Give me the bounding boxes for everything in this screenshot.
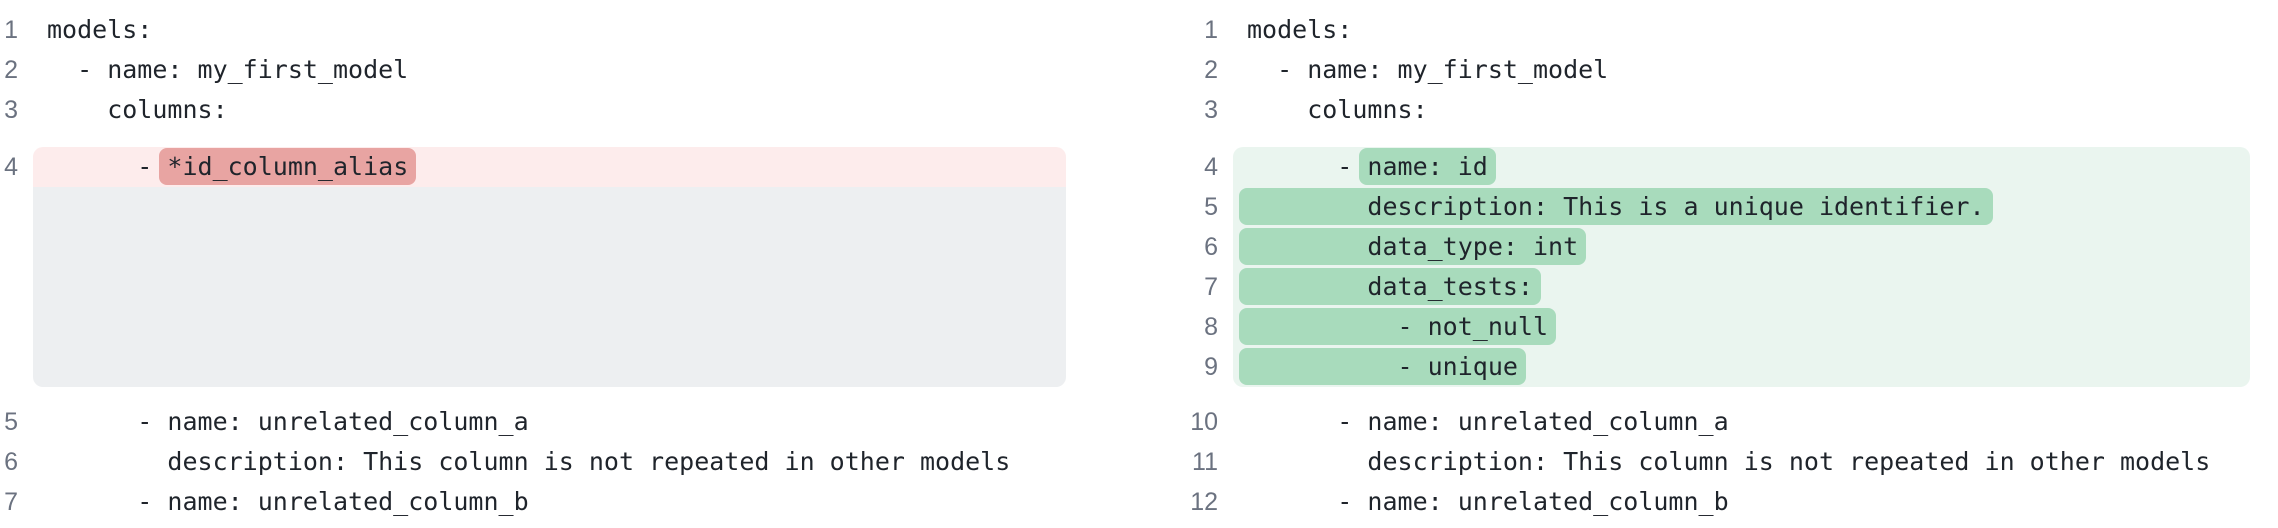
line-number: 4 [4,153,18,181]
code-segment: - name: unrelated_column_a [1247,407,1729,436]
code-line: 5 - name: unrelated_column_a [0,402,1066,442]
collapsed-filler-row [0,187,1066,387]
code-segment: columns: [47,95,228,124]
line-number: 1 [4,16,18,44]
diff-add-line: 5 description: This is a unique identifi… [1139,187,2250,227]
line-number: 7 [1204,273,1218,301]
line-number: 12 [1190,488,1218,516]
line-number: 5 [4,408,18,436]
deleted-hunk: 4 - *id_column_alias [0,147,1066,387]
line-number: 8 [1204,313,1218,341]
code-text: description: This is a unique identifier… [1233,187,2250,227]
diff-added-token: data_tests: [1239,268,1541,305]
code-line: 1 models: [0,10,1066,50]
collapsed-filler-block [33,187,1066,387]
line-number: 1 [1204,16,1218,44]
diff-added-token: - unique [1239,348,1526,385]
diff-added-token: name: id [1359,148,1496,185]
code-text: description: This column is not repeated… [1233,442,2250,482]
line-number: 4 [1204,153,1218,181]
line-number: 9 [1204,353,1218,381]
code-segment: - name: unrelated_column_b [1247,487,1729,516]
code-line: 10 - name: unrelated_column_a [1139,402,2250,442]
code-text: models: [1233,10,2250,50]
code-segment: - [47,152,168,181]
code-text: - *id_column_alias [33,147,1066,187]
code-segment: description: This column is not repeated… [47,447,1011,476]
code-line: 6 description: This column is not repeat… [0,442,1066,482]
code-text: - unique [1233,347,2250,387]
diff-deleted-token: *id_column_alias [159,148,417,185]
line-number [0,187,33,387]
diff-add-line: 4 - name: id [1139,147,2250,187]
code-segment: - name: my_first_model [47,55,409,84]
code-text: - name: unrelated_column_a [33,402,1066,442]
line-number: 10 [1190,408,1218,436]
diff-added-token: data_type: int [1239,228,1587,265]
code-line: 3 columns: [0,90,1066,130]
code-segment: - name: unrelated_column_a [47,407,529,436]
code-line: 7 - name: unrelated_column_b [0,482,1066,522]
code-segment: - name: unrelated_column_b [47,487,529,516]
line-number: 5 [1204,193,1218,221]
code-text: data_tests: [1233,267,2250,307]
code-text: - name: my_first_model [33,50,1066,90]
code-line: 2 - name: my_first_model [0,50,1066,90]
code-text: - name: unrelated_column_b [1233,482,2250,522]
code-text: - name: unrelated_column_b [33,482,1066,522]
code-text: - name: id [1233,147,2250,187]
code-text: - name: my_first_model [1233,50,2250,90]
line-number: 3 [1204,96,1218,124]
code-line: 1 models: [1139,10,2250,50]
code-segment: columns: [1247,95,1428,124]
line-number: 3 [4,96,18,124]
diff-add-line: 6 data_type: int [1139,227,2250,267]
line-number: 2 [4,56,18,84]
diff-added-token: description: This is a unique identifier… [1239,188,1993,225]
diff-del-line: 4 - *id_column_alias [0,147,1066,187]
line-number: 7 [4,488,18,516]
diff-add-line: 9 - unique [1139,347,2250,387]
code-text: - name: unrelated_column_a [1233,402,2250,442]
line-number: 2 [1204,56,1218,84]
line-number: 6 [1204,233,1218,261]
code-line: 12 - name: unrelated_column_b [1139,482,2250,522]
diff-added-token: - not_null [1239,308,1557,345]
code-text: data_type: int [1233,227,2250,267]
code-line: 2 - name: my_first_model [1139,50,2250,90]
code-segment: models: [47,15,153,44]
code-segment: - name: my_first_model [1247,55,1609,84]
code-segment: - [1247,152,1368,181]
code-text: columns: [1233,90,2250,130]
code-line: 11 description: This column is not repea… [1139,442,2250,482]
code-line: 3 columns: [1139,90,2250,130]
line-number: 11 [1192,448,1218,476]
code-text: models: [33,10,1066,50]
code-segment: models: [1247,15,1353,44]
code-text: columns: [33,90,1066,130]
diff-add-line: 7 data_tests: [1139,267,2250,307]
code-text: description: This column is not repeated… [33,442,1066,482]
code-segment: description: This column is not repeated… [1247,447,2211,476]
line-number: 6 [4,448,18,476]
diff-add-line: 8 - not_null [1139,307,2250,347]
code-text: - not_null [1233,307,2250,347]
